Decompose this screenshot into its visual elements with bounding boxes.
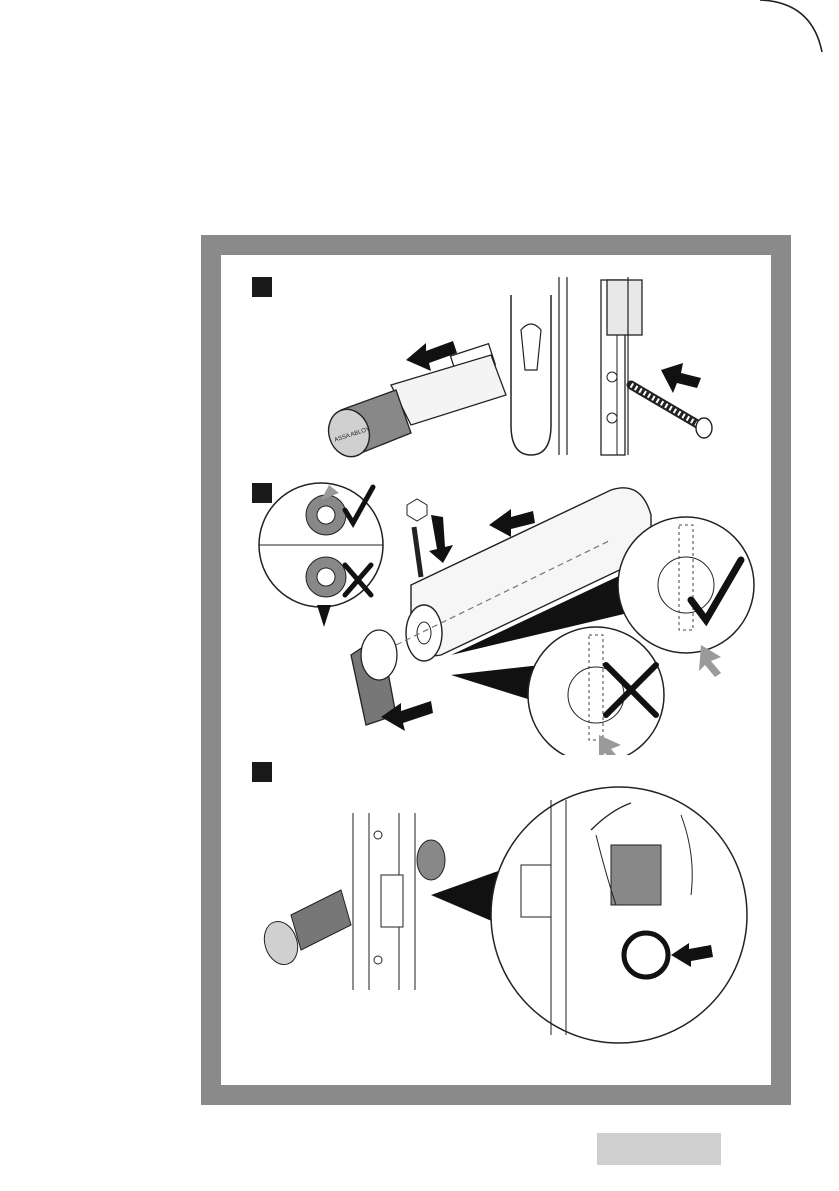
page-number-tab <box>597 1133 721 1165</box>
instruction-frame: ASSA ABLOY <box>201 235 791 1105</box>
instruction-panel: ASSA ABLOY <box>221 255 771 1085</box>
page-corner-fold-mark <box>0 0 839 70</box>
step-3-illustration <box>221 255 771 1085</box>
